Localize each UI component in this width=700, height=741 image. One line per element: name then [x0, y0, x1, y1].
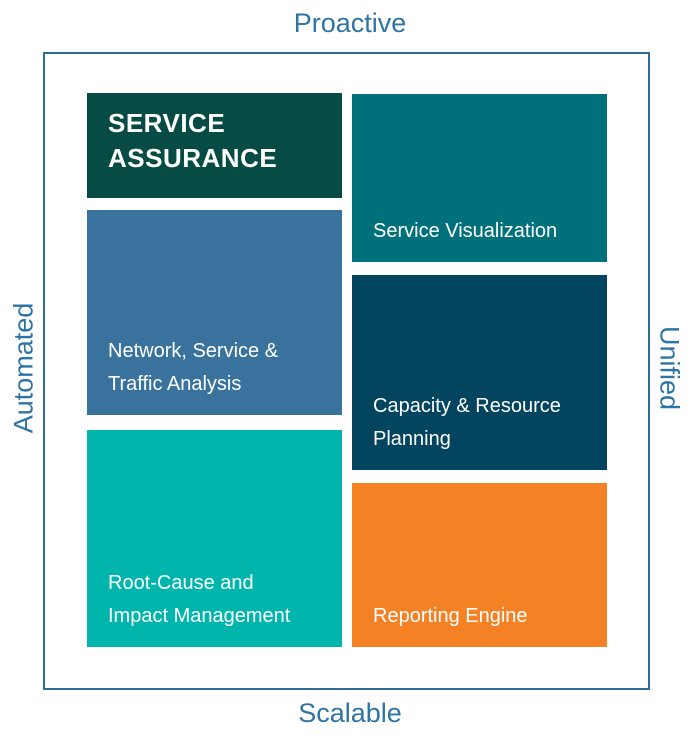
- box-reporting-engine: Reporting Engine: [352, 483, 607, 647]
- axis-label-automated: Automated: [8, 302, 39, 434]
- diagram-border-frame: [43, 52, 650, 690]
- box-service-visualization-label: Service Visualization: [373, 220, 558, 242]
- axis-label-proactive: Proactive: [293, 8, 407, 38]
- box-network-service-traffic-analysis-label: Network, Service & Traffic Analysis: [108, 340, 279, 395]
- axis-label-scalable: Scalable: [298, 698, 402, 728]
- box-service-assurance-label: SERVICE ASSURANCE: [108, 108, 278, 173]
- box-service-visualization: Service Visualization: [352, 94, 607, 262]
- box-root-cause-impact-management-label: Root-Cause and Impact Management: [108, 572, 291, 627]
- box-root-cause-impact-management: Root-Cause and Impact Management: [87, 430, 342, 647]
- axis-label-unified: Unified: [654, 325, 685, 411]
- box-network-service-traffic-analysis: Network, Service & Traffic Analysis: [87, 210, 342, 415]
- box-capacity-resource-planning: Capacity & Resource Planning: [352, 275, 607, 470]
- box-service-assurance: SERVICE ASSURANCE: [87, 93, 342, 198]
- box-reporting-engine-label: Reporting Engine: [373, 605, 528, 627]
- box-capacity-resource-planning-label: Capacity & Resource Planning: [373, 395, 561, 450]
